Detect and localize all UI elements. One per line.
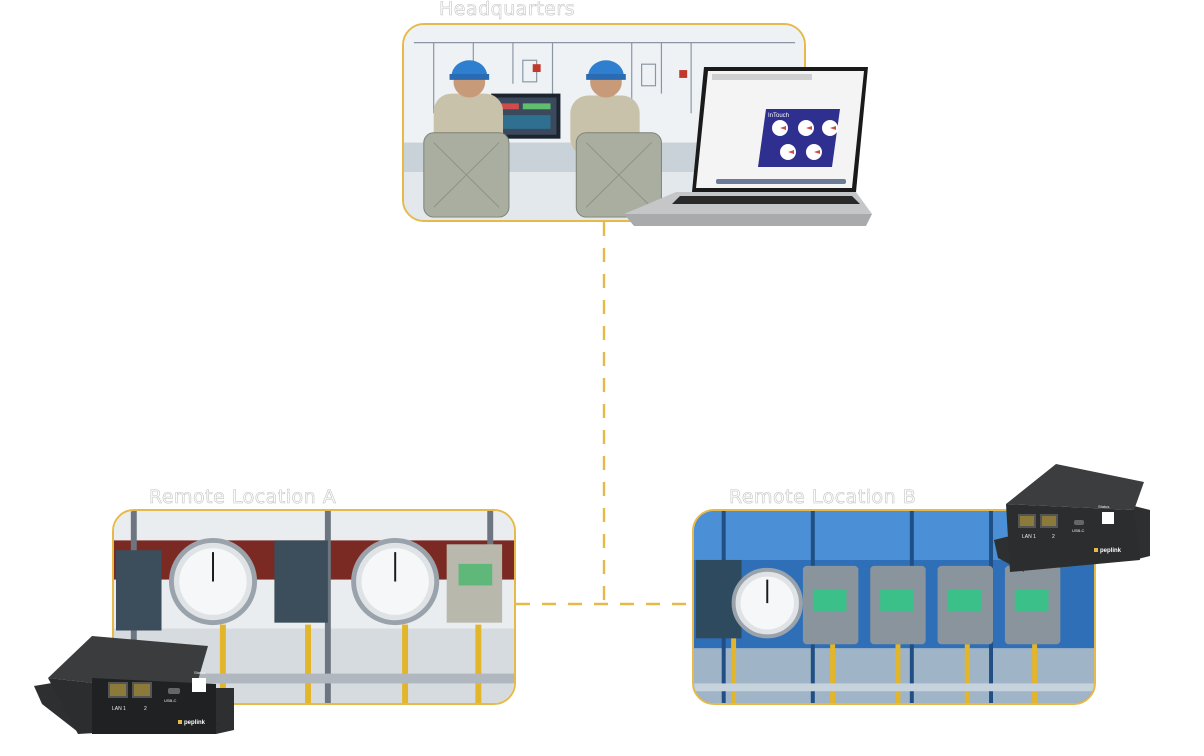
laptop: InTouch — [620, 64, 872, 234]
pressure-switches-photo — [694, 511, 1094, 703]
laptop-icon: InTouch — [624, 67, 872, 226]
router-port-usbc-label: USB-C — [164, 698, 177, 703]
router-port-lan1-label: LAN 1 — [112, 706, 126, 712]
router-device-remote-b: LAN 1 2 USB-C Status peplink — [994, 464, 1152, 580]
router-brand-label: peplink — [184, 720, 206, 726]
router-port-lan1-label: LAN 1 — [1022, 534, 1036, 540]
remote-location-b-panel — [692, 509, 1096, 705]
pressure-gauges-photo — [114, 511, 514, 703]
router-status-label: Status — [194, 670, 205, 675]
remote-location-b-label: Remote Location B — [729, 486, 917, 509]
router-brand-label: peplink — [1100, 548, 1122, 554]
router-icon: LAN 1 2 USB-C Status peplink — [34, 636, 234, 734]
router-icon: LAN 1 2 USB-C Status peplink — [994, 464, 1150, 572]
router-status-label: Status — [1098, 504, 1109, 509]
router-port-2-label: 2 — [1052, 534, 1055, 540]
headquarters-label: Headquarters — [439, 0, 576, 20]
remote-location-a-panel — [112, 509, 516, 705]
router-port-2-label: 2 — [144, 706, 147, 712]
remote-location-a-label: Remote Location A — [149, 486, 337, 509]
router-device-remote-a: LAN 1 2 USB-C Status peplink — [34, 634, 238, 740]
router-port-usbc-label: USB-C — [1072, 528, 1085, 533]
laptop-app-title: InTouch — [768, 113, 789, 119]
